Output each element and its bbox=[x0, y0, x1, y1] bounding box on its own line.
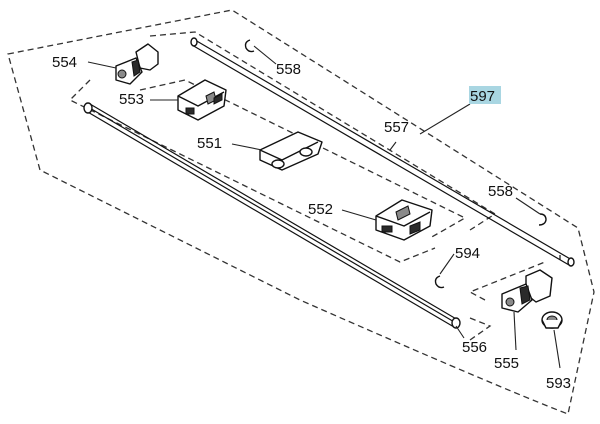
callout-552[interactable]: 552 bbox=[308, 201, 333, 218]
leader-558a bbox=[253, 45, 277, 65]
callout-597[interactable]: 597 bbox=[470, 88, 495, 105]
leader-597 bbox=[419, 103, 471, 135]
dashed-guide-upper bbox=[149, 31, 497, 231]
leader-593 bbox=[553, 329, 561, 369]
carriage-553 bbox=[177, 79, 227, 121]
carriage-552 bbox=[375, 199, 433, 241]
e-clip-558-top bbox=[244, 39, 255, 53]
bushing-593 bbox=[541, 311, 563, 329]
e-clip-594 bbox=[434, 275, 445, 289]
assembly-boundary bbox=[7, 9, 595, 415]
leader-558b bbox=[515, 197, 541, 215]
rod-556 bbox=[83, 102, 461, 329]
callout-593[interactable]: 593 bbox=[546, 375, 571, 392]
callout-551[interactable]: 551 bbox=[197, 135, 222, 152]
callout-555[interactable]: 555 bbox=[494, 355, 519, 372]
leader-552 bbox=[341, 209, 377, 221]
dashed-guide-bottom bbox=[469, 317, 492, 341]
dashed-guide-right bbox=[468, 261, 546, 301]
leader-557 bbox=[389, 141, 397, 151]
callout-553[interactable]: 553 bbox=[119, 91, 144, 108]
leader-594 bbox=[439, 253, 455, 275]
slider-551 bbox=[259, 131, 323, 171]
leader-556 bbox=[455, 325, 465, 339]
rod-557 bbox=[190, 37, 575, 267]
leader-554 bbox=[87, 61, 117, 69]
callout-558-right[interactable]: 558 bbox=[488, 183, 513, 200]
dashed-guide-left bbox=[68, 79, 436, 263]
callout-554[interactable]: 554 bbox=[52, 54, 77, 71]
bracket-555 bbox=[501, 269, 553, 313]
leader-551 bbox=[231, 143, 263, 151]
callout-556[interactable]: 556 bbox=[462, 339, 487, 356]
bracket-554 bbox=[115, 43, 159, 85]
e-clip-558-right bbox=[538, 213, 547, 226]
leader-555 bbox=[513, 311, 517, 351]
callout-594[interactable]: 594 bbox=[455, 245, 480, 262]
callout-558-top[interactable]: 558 bbox=[276, 61, 301, 78]
callout-597-highlight bbox=[469, 86, 501, 104]
callout-557[interactable]: 557 bbox=[384, 119, 409, 136]
dashed-guide-mid bbox=[139, 79, 467, 239]
